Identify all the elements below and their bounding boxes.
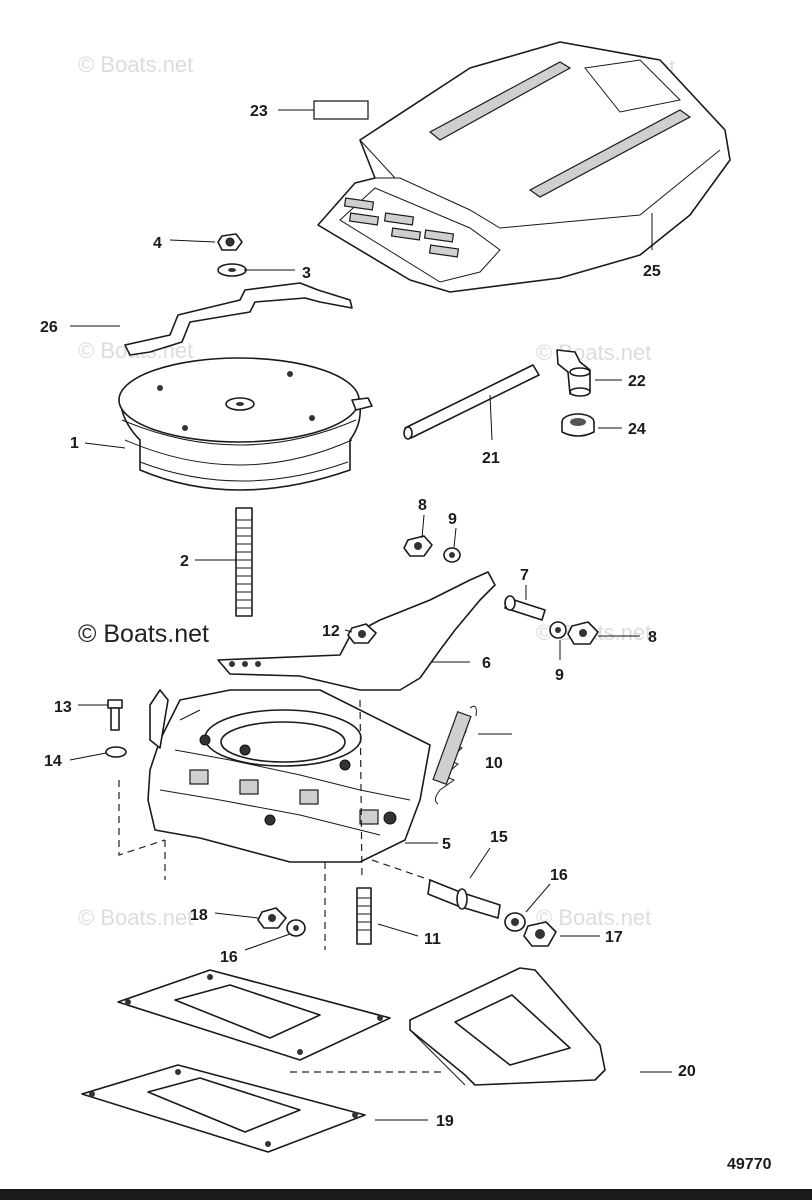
bracket bbox=[124, 282, 353, 356]
callout-17: 17 bbox=[605, 929, 623, 946]
watermark-large: © Boats.net bbox=[78, 620, 209, 648]
spacer-plate bbox=[409, 967, 606, 1086]
callout-16: 16 bbox=[220, 949, 238, 966]
callout-16: 16 bbox=[550, 867, 568, 884]
bottom-bar bbox=[0, 1189, 812, 1200]
callout-9: 9 bbox=[555, 667, 564, 684]
lock-washer bbox=[105, 746, 127, 758]
callout-6: 6 bbox=[482, 655, 491, 672]
callout-20: 20 bbox=[678, 1063, 696, 1080]
alignment-line bbox=[118, 780, 166, 856]
pin bbox=[504, 595, 546, 621]
callout-3: 3 bbox=[302, 265, 311, 282]
callout-1: 1 bbox=[70, 435, 79, 452]
alignment-line bbox=[371, 859, 431, 881]
callout-23: 23 bbox=[250, 103, 268, 120]
watermark: © Boats.net bbox=[536, 905, 651, 930]
spring bbox=[432, 705, 477, 805]
callout-10: 10 bbox=[485, 755, 503, 772]
callout-14: 14 bbox=[44, 753, 62, 770]
alignment-line bbox=[359, 699, 363, 881]
elbow-fitting bbox=[556, 349, 591, 397]
callout-9: 9 bbox=[448, 511, 457, 528]
bolt bbox=[107, 699, 123, 731]
callout-21: 21 bbox=[482, 450, 500, 467]
stud bbox=[356, 887, 372, 945]
grommet bbox=[561, 413, 595, 437]
callout-24: 24 bbox=[628, 421, 646, 438]
watermark: © Boats.net bbox=[78, 905, 193, 930]
vent-hose bbox=[403, 364, 540, 440]
decal-box bbox=[313, 100, 369, 120]
callout-25: 25 bbox=[643, 263, 661, 280]
callout-12: 12 bbox=[322, 623, 340, 640]
nut bbox=[217, 233, 243, 251]
leader-lines bbox=[69, 109, 672, 1121]
engine-cover bbox=[317, 41, 731, 293]
stud bbox=[235, 507, 253, 617]
callout-labels: 23 25 4 3 26 1 22 24 21 8 9 2 7 12 8 6 9… bbox=[40, 103, 696, 1130]
callout-22: 22 bbox=[628, 373, 646, 390]
callout-8: 8 bbox=[648, 629, 657, 646]
watermark: © Boats.net bbox=[536, 340, 651, 365]
callout-13: 13 bbox=[54, 699, 72, 716]
diagram-id: 49770 bbox=[727, 1156, 772, 1173]
callout-26: 26 bbox=[40, 319, 58, 336]
callout-11: 11 bbox=[424, 931, 441, 948]
gasket bbox=[81, 1064, 366, 1153]
gasket bbox=[117, 969, 391, 1061]
throttle-stud bbox=[427, 879, 501, 919]
flame-arrestor bbox=[118, 357, 373, 491]
callout-7: 7 bbox=[520, 567, 529, 584]
callout-2: 2 bbox=[180, 553, 189, 570]
callout-19: 19 bbox=[436, 1113, 454, 1130]
watermark: © Boats.net bbox=[78, 52, 193, 77]
callout-4: 4 bbox=[153, 235, 162, 252]
throttle-bracket bbox=[217, 571, 496, 691]
callout-18: 18 bbox=[190, 907, 208, 924]
callout-8: 8 bbox=[418, 497, 427, 514]
callout-15: 15 bbox=[490, 829, 508, 846]
carburetor bbox=[147, 689, 431, 863]
callout-5: 5 bbox=[442, 836, 451, 853]
